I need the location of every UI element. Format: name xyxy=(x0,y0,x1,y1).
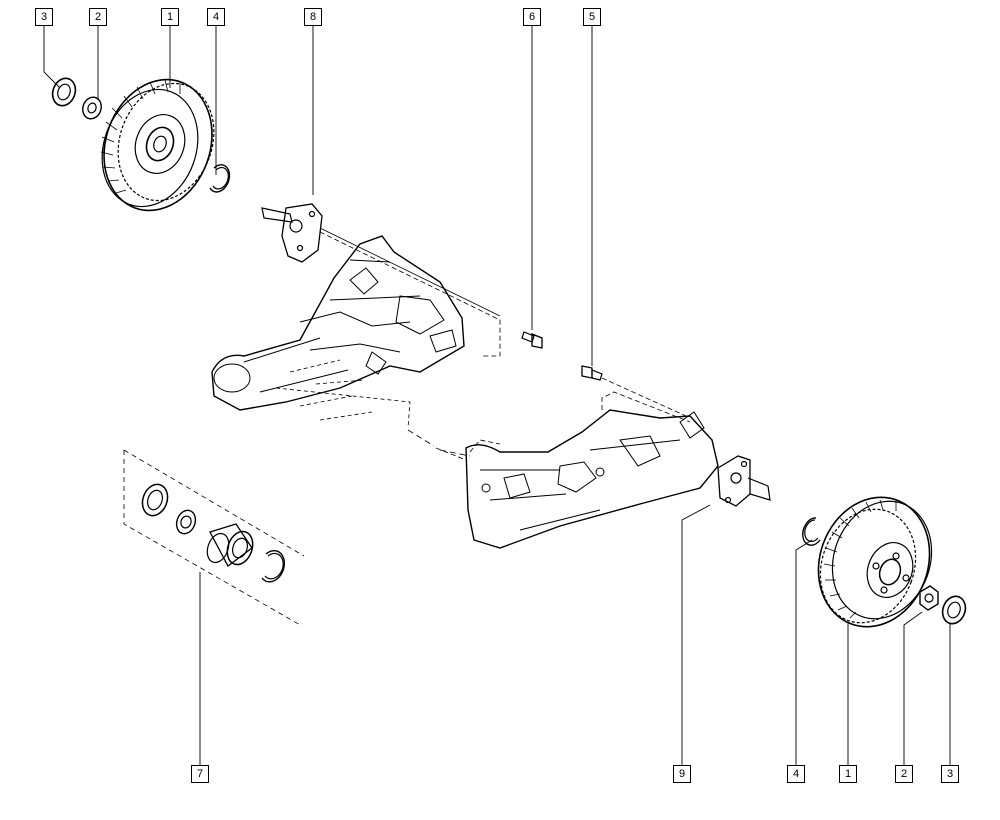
callout-4-top: 4 xyxy=(207,8,225,26)
callout-2-top: 2 xyxy=(89,8,107,26)
stub-axle-right xyxy=(717,455,771,507)
callout-1-top: 1 xyxy=(161,8,179,26)
circlip-bottom-right xyxy=(802,517,821,546)
circlip-top-left xyxy=(209,164,231,193)
brake-drum-top-left xyxy=(100,78,215,212)
bolt-6 xyxy=(521,331,543,349)
bearing-nut-top-left xyxy=(82,96,102,120)
hub-cap-bottom-right xyxy=(941,595,967,625)
brake-drum-bottom-right xyxy=(817,496,933,628)
callout-9: 9 xyxy=(673,765,691,783)
callout-7: 7 xyxy=(191,765,209,783)
callout-5: 5 xyxy=(583,8,601,26)
callout-2-bottom: 2 xyxy=(895,765,913,783)
callout-3-bottom: 3 xyxy=(941,765,959,783)
leader-lines xyxy=(43,24,951,765)
callout-3-top: 3 xyxy=(35,8,53,26)
wheel-bearing xyxy=(206,523,254,567)
bearing-nut-bottom-right xyxy=(919,585,939,611)
bearing-seal xyxy=(141,483,169,517)
callout-4-bottom: 4 xyxy=(787,765,805,783)
bearing-kit xyxy=(123,449,305,627)
bearing-nut xyxy=(175,509,197,535)
hub-cap-top-left xyxy=(51,77,77,107)
callout-1-bottom: 1 xyxy=(839,765,857,783)
bearing-circlip xyxy=(261,549,286,583)
stub-axle-left xyxy=(261,203,501,357)
bolt-5 xyxy=(581,365,687,417)
callout-6: 6 xyxy=(523,8,541,26)
axle-beam xyxy=(211,235,719,549)
callout-8: 8 xyxy=(304,8,322,26)
